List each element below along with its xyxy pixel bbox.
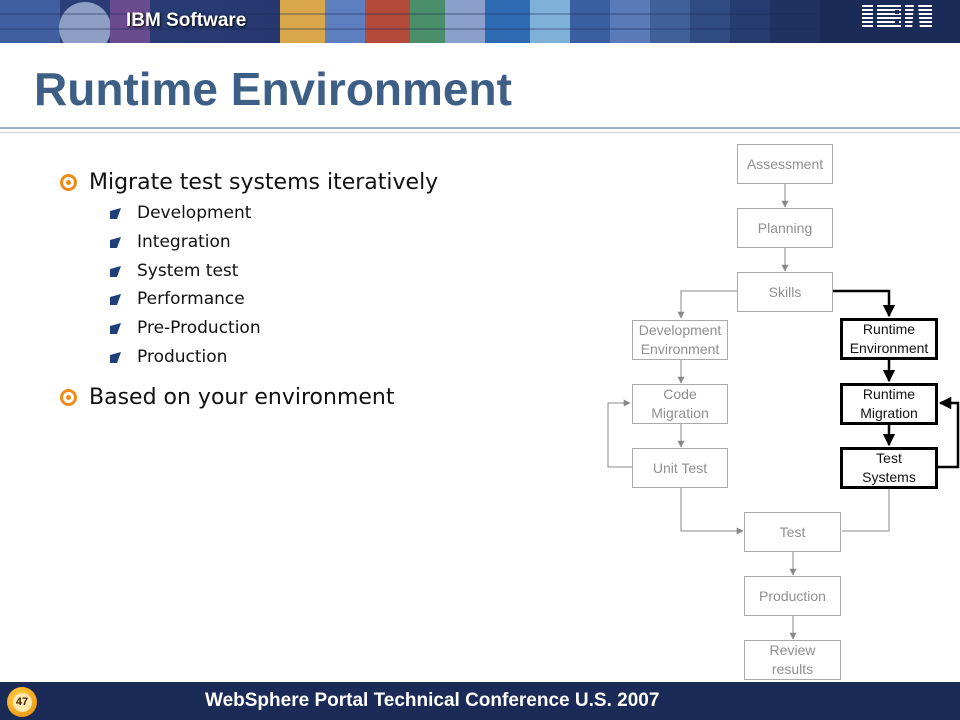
arrow-unit-test-test [680, 487, 744, 535]
arrow-test-systems-loop [937, 396, 960, 469]
bullet-item-environment: Based on your environment [60, 382, 395, 412]
brand-label: IBM Software [126, 10, 247, 31]
conference-title: WebSphere Portal Technical Conference U.… [205, 690, 660, 711]
node-planning: Planning [737, 208, 833, 248]
orange-bullet-icon [60, 173, 77, 191]
node-production: Production [744, 576, 841, 616]
sub-bullet-item: Performance [110, 287, 245, 311]
node-assessment: Assessment [737, 144, 833, 184]
sub-bullet-item: Pre-Production [110, 316, 261, 340]
bullet-item-migrate: Migrate test systems iteratively [60, 167, 438, 197]
sub-bullet-item: Development [110, 201, 251, 225]
banner-mosaic-image [0, 0, 820, 43]
node-runtime-environment: Runtime Environment [840, 318, 938, 360]
arrow-bullet-icon [110, 207, 121, 219]
sub-bullet-text: System test [137, 261, 239, 281]
page-number: 47 [12, 692, 32, 712]
node-test-systems: Test Systems [840, 447, 938, 489]
orange-bullet-icon [60, 388, 77, 406]
sub-bullet-text: Integration [137, 232, 231, 252]
ibm-logo-icon [862, 4, 932, 30]
page-number-badge: 47 [7, 687, 37, 717]
header-banner: IBM Software [0, 0, 960, 43]
title-divider [0, 127, 960, 129]
arrow-bullet-icon [110, 351, 121, 363]
sub-bullet-text: Pre-Production [137, 318, 261, 338]
sub-bullet-item: System test [110, 259, 238, 283]
sub-bullet-text: Development [137, 203, 252, 223]
sub-bullet-item: Integration [110, 230, 231, 254]
arrow-bullet-icon [110, 265, 121, 277]
node-test: Test [744, 512, 841, 552]
arrow-skills-dev-env [677, 290, 737, 319]
sub-bullet-text: Production [137, 347, 228, 367]
arrow-bullet-icon [110, 236, 121, 248]
arrow-unit-test-loop [607, 399, 632, 468]
node-development-environment: Development Environment [632, 320, 728, 360]
page-title: Runtime Environment [34, 63, 512, 115]
sub-bullet-text: Performance [137, 289, 245, 309]
node-review-results: Review results [744, 640, 841, 680]
node-unit-test: Unit Test [632, 448, 728, 488]
node-runtime-migration: Runtime Migration [840, 383, 938, 425]
bullet-text: Migrate test systems iteratively [89, 169, 439, 195]
sub-bullet-item: Production [110, 345, 227, 369]
node-code-migration: Code Migration [632, 384, 728, 424]
footer-bar: 47 WebSphere Portal Technical Conference… [0, 682, 960, 720]
arrow-test-systems-test [842, 487, 890, 532]
bullet-text: Based on your environment [89, 384, 395, 410]
arrow-skills-runtime-env [833, 289, 896, 318]
arrow-bullet-icon [110, 293, 121, 305]
title-divider-thin [0, 132, 960, 133]
node-skills: Skills [737, 272, 833, 312]
arrow-bullet-icon [110, 322, 121, 334]
